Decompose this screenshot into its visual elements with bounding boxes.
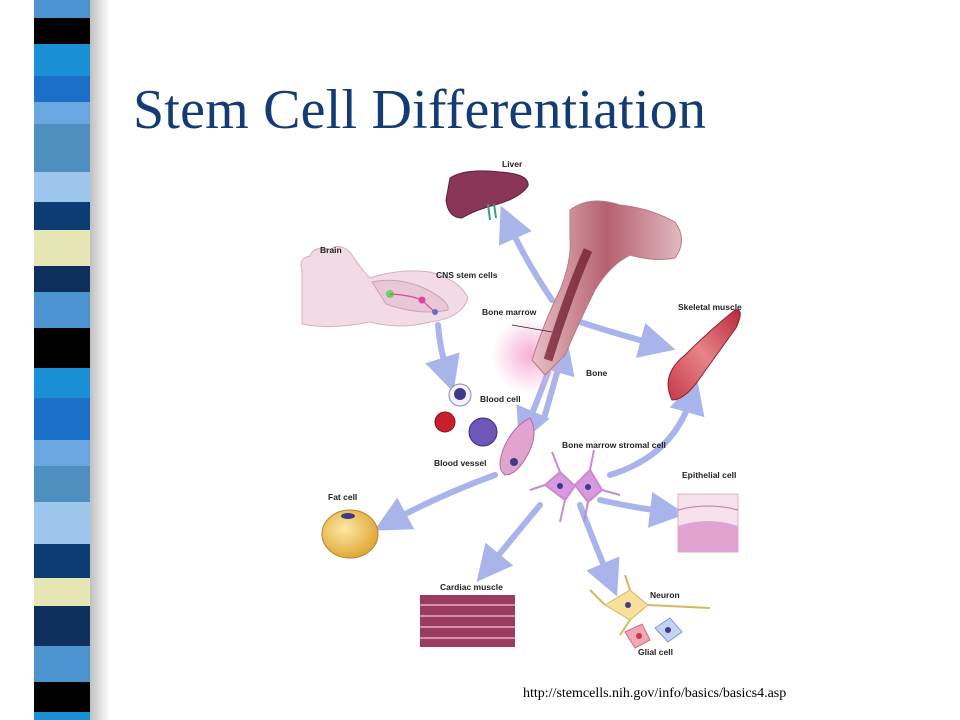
stripe-block xyxy=(34,682,90,712)
stripe-block xyxy=(34,0,90,18)
stripe-block xyxy=(34,76,90,102)
label-epithelial-cell: Epithelial cell xyxy=(682,470,736,480)
arrow-to-muscle-lower xyxy=(607,377,705,478)
label-skeletal-muscle-text: Skeletal muscle xyxy=(678,302,742,312)
stripe-block xyxy=(34,202,90,230)
liver-illustration xyxy=(445,170,529,221)
label-brain: Brain xyxy=(320,245,342,255)
decorative-stripe-bar xyxy=(0,0,110,720)
stripe-block xyxy=(34,328,90,368)
label-bone: Bone xyxy=(586,368,608,378)
label-cns-stem-cells: CNS stem cells xyxy=(436,270,498,280)
arrow-to-skeletal-muscle xyxy=(577,319,676,358)
label-bone-marrow-1: Bone marrow xyxy=(482,307,537,317)
stripe-block xyxy=(34,292,90,328)
stripe-block xyxy=(34,266,90,292)
arrow-to-fat-cell xyxy=(374,472,498,531)
label-blood-cell: Blood cell xyxy=(480,394,521,404)
blood-cells-illustration xyxy=(434,383,498,447)
arrow-to-liver xyxy=(498,205,555,303)
label-cardiac-muscle: Cardiac muscle xyxy=(440,582,503,592)
label-stromal-cell: Bone marrow stromal cell xyxy=(562,440,666,450)
skeletal-muscle-illustration xyxy=(667,309,741,401)
stripe-block xyxy=(34,502,90,544)
stripe-block xyxy=(34,124,90,172)
stripe-block xyxy=(34,102,90,124)
cardiac-muscle-illustration xyxy=(420,595,515,647)
stripe-block xyxy=(34,172,90,202)
stripe-block xyxy=(34,578,90,606)
stripe-block xyxy=(34,606,90,646)
arrow-to-brain-path xyxy=(425,322,460,393)
label-liver: Liver xyxy=(502,159,523,169)
neuron-glial-illustration xyxy=(589,574,711,649)
stromal-cells-illustration xyxy=(529,449,621,523)
label-fat-cell: Fat cell xyxy=(328,492,357,502)
stripe-block xyxy=(34,544,90,578)
arrow-to-neuron xyxy=(577,502,620,597)
stripe-block xyxy=(34,18,90,44)
stripe-block xyxy=(34,440,90,466)
stripe-block xyxy=(34,44,90,76)
stripe-block xyxy=(34,368,90,398)
brain-illustration xyxy=(300,246,469,328)
source-url: http://stemcells.nih.gov/info/basics/bas… xyxy=(523,686,787,701)
stripe-block xyxy=(34,712,90,720)
label-bone-marrow: Bone marrow xyxy=(482,307,537,317)
label-neuron: Neuron xyxy=(650,590,680,600)
stripe-block xyxy=(34,230,90,266)
slide-title: Stem Cell Differentiation xyxy=(133,79,707,141)
arrow-to-cardiac xyxy=(476,502,543,582)
differentiation-diagram: Liver Brain CNS stem cells Bone marrow B… xyxy=(300,159,742,657)
blood-vessel-illustration xyxy=(499,417,535,476)
label-glial-cell: Glial cell xyxy=(638,647,673,657)
epithelial-illustration xyxy=(677,493,739,553)
stripe-block xyxy=(34,646,90,682)
label-blood-vessel: Blood vessel xyxy=(434,458,486,468)
bone-illustration xyxy=(492,200,682,393)
bone-marrow-pointer xyxy=(511,324,553,333)
arrow-to-epithelial xyxy=(597,491,686,528)
stripe-block xyxy=(34,466,90,502)
label-skeletal-muscle: Skeletal muscle xyxy=(678,302,742,312)
fat-cell-illustration xyxy=(321,509,379,559)
stripe-block xyxy=(34,398,90,440)
